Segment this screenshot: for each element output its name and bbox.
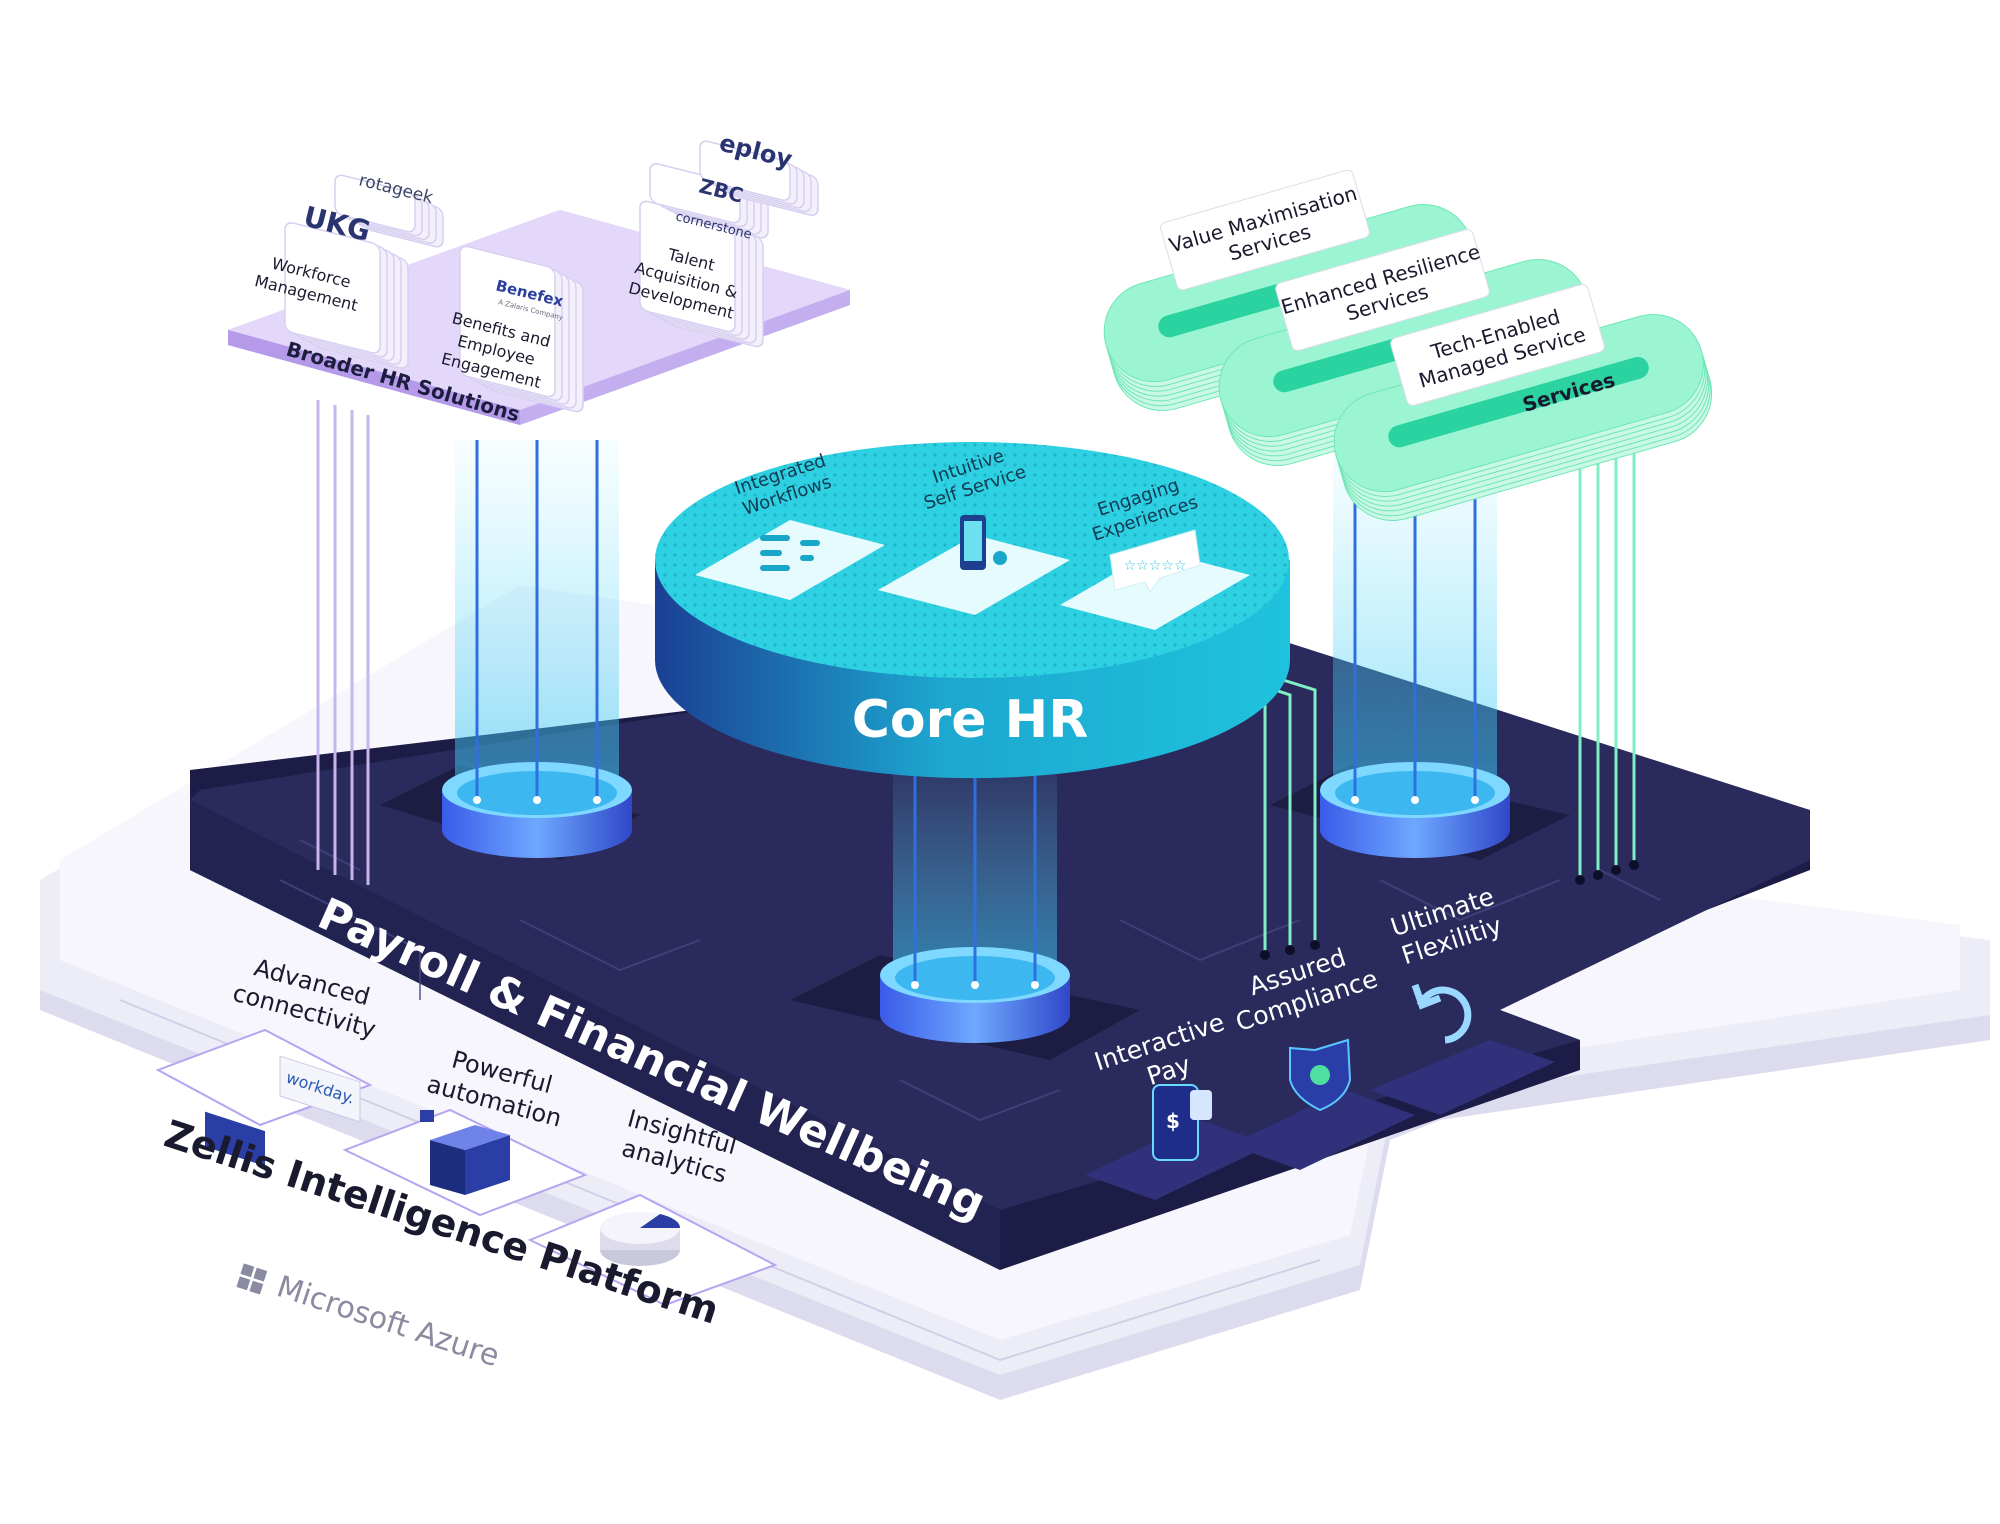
- broader-hr-cards: [284, 140, 819, 413]
- hr-card-eploy: [699, 140, 819, 216]
- integrated-workflows-tile: [695, 520, 885, 600]
- core-connector-pod: [880, 760, 1070, 1043]
- refresh-icon: [1411, 983, 1472, 1044]
- intuitive-self-service-tile: [878, 535, 1070, 615]
- workday-logo: [279, 1055, 361, 1123]
- engaging-experiences-tile: [1060, 550, 1250, 630]
- hr-card-rotageek: [334, 174, 444, 248]
- assured-compliance-tile: [1230, 1090, 1415, 1170]
- svg-text:☆☆☆☆☆: ☆☆☆☆☆: [1124, 558, 1187, 574]
- automation-cube-icon: [420, 1110, 510, 1195]
- star-rating-icon: ☆☆☆☆☆: [1109, 529, 1201, 593]
- svg-text:$: $: [1166, 1109, 1180, 1133]
- core-hr-title: Core HR: [852, 690, 1088, 750]
- hr-card-zbc: [649, 163, 769, 239]
- payroll-feature-tiles: $: [1085, 983, 1555, 1200]
- hr-card-talent: [639, 200, 764, 348]
- hr-connector-pod: [442, 440, 632, 858]
- ultimate-flexibility-tile: [1370, 1040, 1555, 1115]
- core-hr-disc: Core HR ☆☆☆☆☆: [655, 442, 1290, 779]
- azure-text: Microsoft Azure: [273, 1269, 504, 1374]
- phone-touch-icon: [960, 515, 1007, 570]
- azure-logo: [236, 1263, 268, 1295]
- mobile-pay-icon: $: [1152, 1084, 1212, 1161]
- workflow-list-icon: [760, 535, 820, 571]
- shield-check-icon: [1289, 1038, 1352, 1112]
- hr-card-ukg: [284, 222, 409, 369]
- platform-feature-tiles: SAP workday.: [155, 1028, 778, 1307]
- connector-pods: [316, 380, 1639, 1043]
- pie-chart-icon: [600, 1212, 681, 1266]
- sap-logo: [205, 1111, 265, 1167]
- services-pill-3: [1333, 313, 1713, 521]
- hr-card-benefex: [459, 245, 584, 413]
